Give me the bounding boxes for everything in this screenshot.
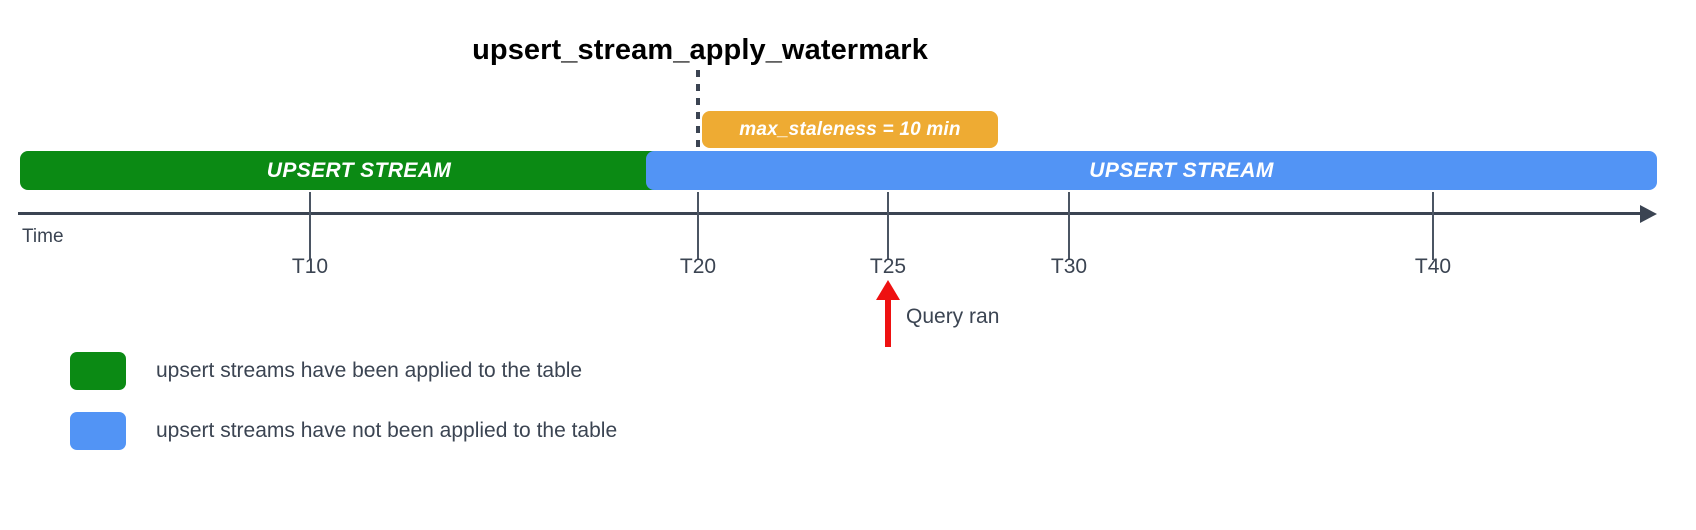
legend-label-not-applied: upsert streams have not been applied to … [156, 419, 618, 442]
axis-tick-label: T20 [679, 255, 717, 278]
axis-tick [1432, 192, 1434, 260]
time-axis-line [18, 212, 1646, 215]
diagram-title: upsert_stream_apply_watermark [472, 34, 928, 66]
axis-tick-label: T30 [1050, 255, 1088, 278]
legend-item-not-applied: upsert streams have not been applied to … [70, 412, 617, 450]
axis-tick [309, 192, 311, 260]
max-staleness-bar: max_staleness = 10 min [702, 111, 998, 148]
time-axis-caption: Time [22, 226, 64, 247]
legend-swatch-green [70, 352, 126, 390]
upsert-stream-applied-bar: UPSERT STREAM [20, 151, 698, 190]
axis-tick-label: T40 [1414, 255, 1452, 278]
axis-tick [697, 192, 699, 260]
legend-label-applied: upsert streams have been applied to the … [156, 359, 583, 382]
legend-swatch-blue [70, 412, 126, 450]
axis-tick-label: T25 [869, 255, 907, 278]
query-ran-arrow-shaft [885, 295, 891, 347]
axis-tick-label: T10 [291, 255, 329, 278]
max-staleness-label: max_staleness = 10 min [739, 118, 961, 140]
query-ran-arrow-icon [876, 280, 900, 300]
upsert-stream-not-applied-bar: UPSERT STREAM [646, 151, 1657, 190]
legend-item-applied: upsert streams have been applied to the … [70, 352, 582, 390]
query-ran-label: Query ran [906, 305, 1000, 328]
upsert-stream-applied-label: UPSERT STREAM [266, 158, 452, 182]
upsert-stream-not-applied-label: UPSERT STREAM [1089, 158, 1274, 182]
time-axis-arrow-icon [1640, 205, 1657, 223]
axis-tick [887, 192, 889, 260]
axis-tick [1068, 192, 1070, 260]
watermark-dashed-line [696, 70, 700, 160]
